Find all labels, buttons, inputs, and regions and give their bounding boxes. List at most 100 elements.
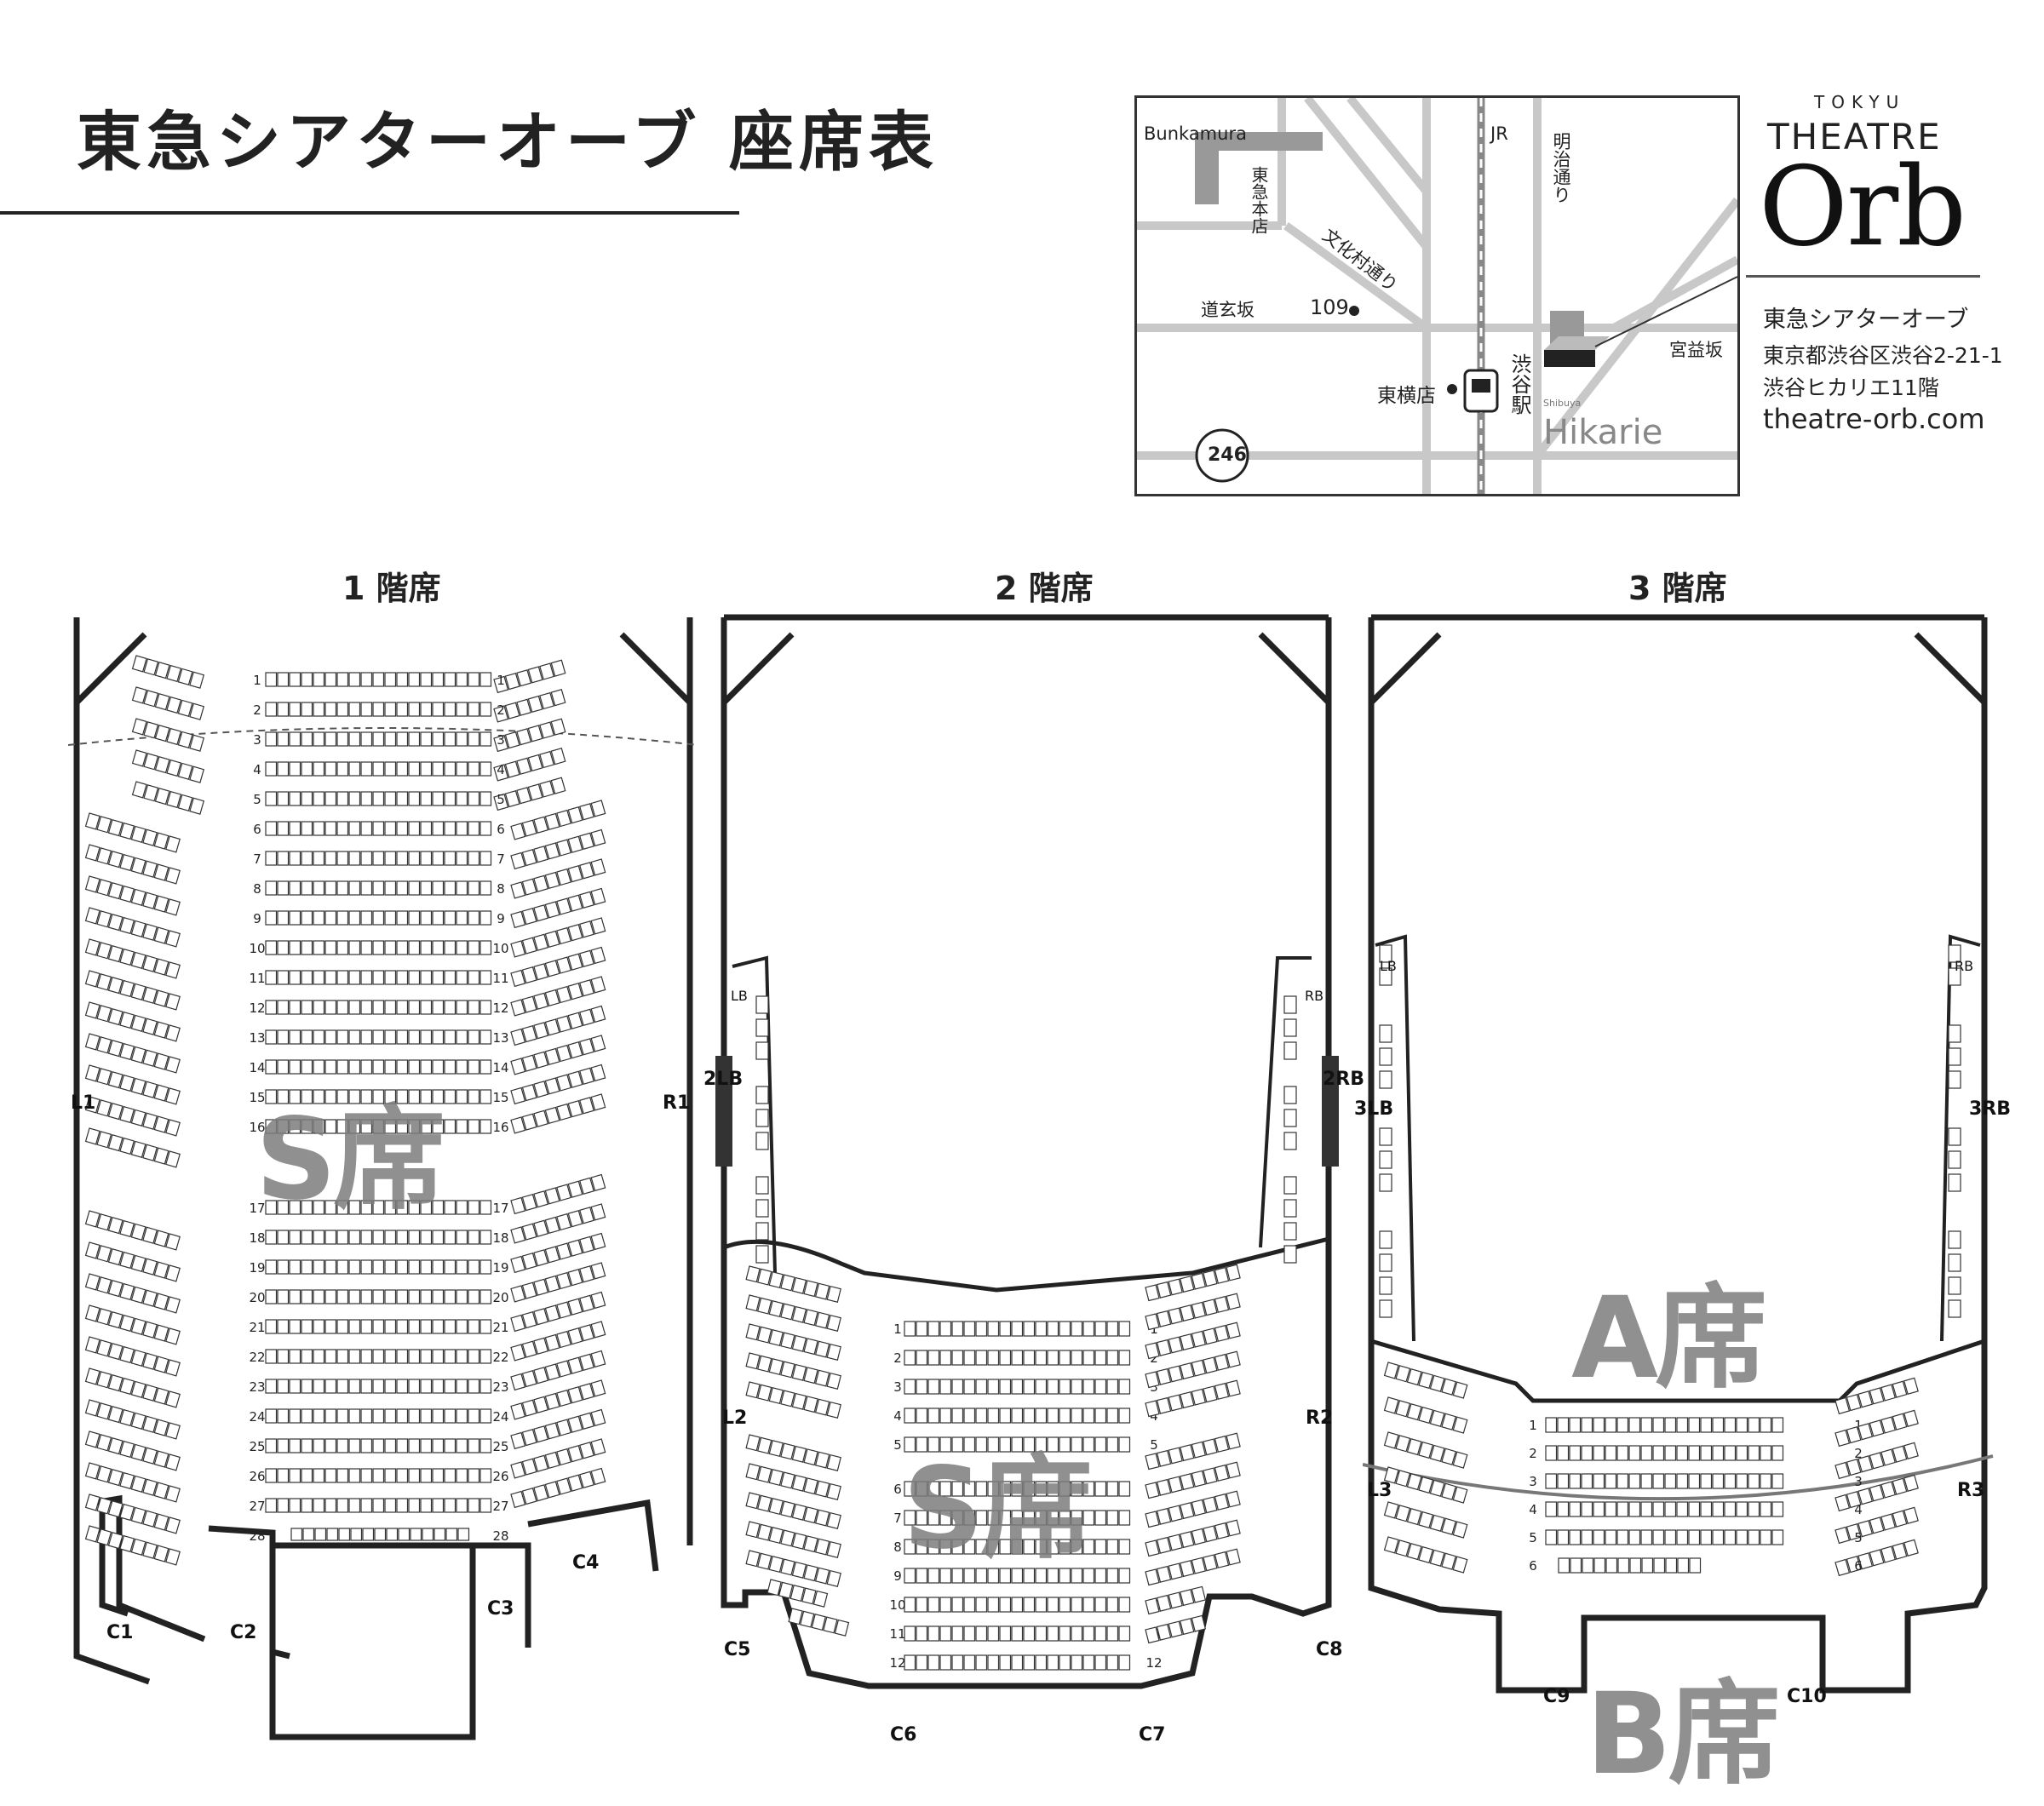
left-seat-row bbox=[84, 1304, 181, 1345]
right-seat-row bbox=[510, 828, 606, 870]
left-seat-row bbox=[84, 1462, 181, 1503]
floor1-box-c4: C4 bbox=[572, 1552, 600, 1574]
right-seat-row bbox=[510, 1438, 606, 1479]
map-label-dogenzaka: 道玄坂 bbox=[1201, 300, 1255, 320]
row-number: 6 bbox=[1529, 1558, 1537, 1574]
row-number: 4 bbox=[1854, 1502, 1863, 1517]
box-seat bbox=[1283, 1245, 1297, 1264]
row-number: 25 bbox=[492, 1439, 508, 1454]
box-seat bbox=[1283, 1222, 1297, 1241]
left-seat-row bbox=[84, 812, 181, 853]
center-seat-row bbox=[265, 880, 492, 896]
right-seat-row bbox=[1145, 1519, 1241, 1557]
row-number: 1 bbox=[1854, 1418, 1863, 1433]
floor3-label-3lb: 3LB bbox=[1354, 1098, 1394, 1120]
row-number: 11 bbox=[249, 971, 265, 986]
row-number: 23 bbox=[492, 1379, 508, 1395]
left-seat-row bbox=[84, 938, 181, 979]
brand-url: theatre-orb.com bbox=[1763, 403, 1985, 435]
row-number: 4 bbox=[253, 762, 261, 777]
box-seat bbox=[1948, 944, 1961, 963]
row-number: 26 bbox=[249, 1469, 265, 1484]
box-seat bbox=[1379, 1299, 1392, 1318]
box-seat bbox=[1283, 1132, 1297, 1150]
row-number: 22 bbox=[249, 1350, 265, 1365]
right-seat-row bbox=[510, 917, 606, 958]
floor2-label-rb: RB bbox=[1305, 988, 1324, 1004]
row-number: 1 bbox=[497, 673, 505, 688]
center-seat-row bbox=[265, 1319, 492, 1334]
row-number: 8 bbox=[893, 1539, 902, 1555]
row-number: 5 bbox=[253, 792, 261, 807]
box-seat bbox=[1379, 1150, 1392, 1169]
floor3-box-c9: C9 bbox=[1543, 1686, 1570, 1707]
floor2-label-2lb: 2LB bbox=[703, 1069, 744, 1090]
map-label-miyamasuzaka: 宮益坂 bbox=[1669, 340, 1723, 360]
box-seat bbox=[1948, 1276, 1961, 1295]
right-seat-row bbox=[1145, 1264, 1241, 1302]
center-seat-row bbox=[265, 1119, 492, 1134]
box-seat bbox=[1948, 967, 1961, 986]
row-number: 26 bbox=[492, 1469, 508, 1484]
row-number: 1 bbox=[253, 673, 261, 688]
floor1-label-l1: L1 bbox=[71, 1092, 96, 1114]
box-seat bbox=[755, 1176, 769, 1195]
brand-address2: 渋谷ヒカリエ11階 bbox=[1763, 376, 1939, 400]
box-seat bbox=[1948, 1150, 1961, 1169]
row-number: 13 bbox=[249, 1030, 265, 1046]
brand-divider bbox=[1746, 275, 1980, 278]
box-seat bbox=[1379, 1253, 1392, 1272]
map-label-shibuya-station: 渋谷駅 bbox=[1507, 353, 1531, 415]
center-seat-row bbox=[904, 1379, 1131, 1395]
right-seat-row bbox=[510, 946, 606, 988]
center-seat-row bbox=[904, 1510, 1131, 1526]
center-seat-row bbox=[265, 702, 492, 717]
left-seat-row bbox=[131, 781, 205, 815]
left-seat-row bbox=[84, 1127, 181, 1168]
right-seat-row bbox=[510, 1291, 606, 1333]
right-seat-row bbox=[510, 1408, 606, 1450]
box-seat bbox=[755, 1041, 769, 1060]
floor3-box-c10: C10 bbox=[1787, 1686, 1827, 1707]
floor2-title: 2 階席 bbox=[995, 570, 1094, 607]
left-seat-row bbox=[745, 1434, 841, 1471]
center-seat-row bbox=[265, 940, 492, 955]
left-seat-row bbox=[84, 875, 181, 916]
left-seat-row bbox=[1383, 1466, 1468, 1504]
row-number: 2 bbox=[893, 1350, 902, 1366]
row-number: 14 bbox=[492, 1060, 508, 1075]
row-number: 3 bbox=[1150, 1379, 1158, 1395]
box-seat bbox=[755, 1245, 769, 1264]
row-number: 6 bbox=[253, 822, 261, 837]
brand-block: TOKYU THEATRE Orb 東急シアターオーブ 東京都渋谷区渋谷2-21… bbox=[1746, 92, 2027, 435]
row-number: 11 bbox=[492, 971, 508, 986]
row-number: 1 bbox=[893, 1322, 902, 1337]
map-label-bunkamura: Bunkamura bbox=[1144, 123, 1247, 144]
center-seat-row bbox=[1558, 1557, 1702, 1574]
row-number: 10 bbox=[249, 941, 265, 956]
center-seat-row bbox=[1545, 1501, 1784, 1517]
box-seat bbox=[1379, 967, 1392, 986]
box-seat bbox=[755, 1132, 769, 1150]
center-seat-row bbox=[904, 1436, 1131, 1453]
right-seat-row bbox=[510, 1005, 606, 1046]
row-number: 8 bbox=[253, 881, 261, 897]
right-seat-row bbox=[1145, 1293, 1241, 1331]
left-seat-row bbox=[1383, 1431, 1468, 1469]
right-seat-row bbox=[493, 689, 566, 723]
row-number: 17 bbox=[492, 1201, 508, 1216]
floor3-label-3rb: 3RB bbox=[1969, 1098, 2012, 1120]
row-number: 25 bbox=[249, 1439, 265, 1454]
box-seat bbox=[1948, 1253, 1961, 1272]
center-seat-row bbox=[265, 851, 492, 866]
center-seat-row bbox=[265, 1379, 492, 1394]
box-seat bbox=[1379, 944, 1392, 963]
box-seat bbox=[1283, 1086, 1297, 1104]
center-seat-row bbox=[265, 1059, 492, 1075]
left-seat-row bbox=[84, 1033, 181, 1074]
map-label-shibuya: Shibuya bbox=[1543, 398, 1582, 409]
right-seat-row bbox=[510, 1262, 606, 1303]
box-seat bbox=[755, 1109, 769, 1127]
row-number: 21 bbox=[492, 1320, 508, 1335]
row-number: 5 bbox=[893, 1437, 902, 1453]
